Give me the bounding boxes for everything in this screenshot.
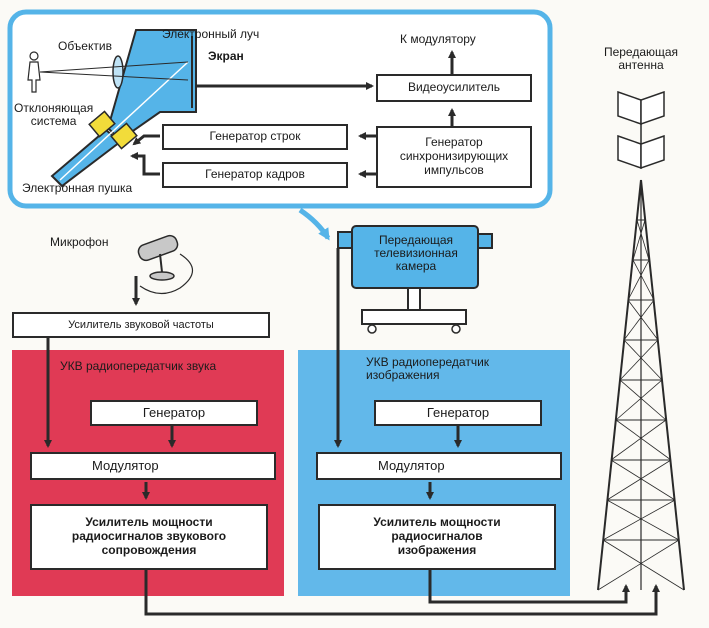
- electron-beam-label: Электронный луч: [162, 27, 260, 41]
- antenna-tower-graphic: [597, 179, 685, 591]
- audio-amplifier-box: Усилитель звуковой частоты: [12, 312, 270, 338]
- tv-camera-label: Передающая телевизионная камера: [374, 233, 458, 274]
- image-modulator-box: Модулятор: [316, 452, 562, 480]
- microphone-graphic: [137, 234, 194, 295]
- image-power-amplifier-box: Усилитель мощности радиосигналов изображ…: [318, 504, 556, 570]
- screen-label: Экран: [208, 49, 244, 63]
- person-icon: [27, 51, 41, 93]
- frame-generator-box: Генератор кадров: [162, 162, 348, 188]
- to-modulator-label: К модулятору: [400, 32, 476, 46]
- sync-generator-box: Генератор синхронизирующих импульсов: [376, 126, 532, 188]
- lens-label: Объектив: [58, 39, 112, 53]
- sound-modulator-box: Модулятор: [30, 452, 276, 480]
- tv-camera-graphic: [337, 225, 493, 334]
- deflection-system-label: Отклоняющая система: [14, 101, 94, 129]
- antenna-label: Передающая антенна: [603, 45, 679, 73]
- image-transmitter-title: УКВ радиопередатчик изображения: [366, 355, 490, 383]
- electron-gun-label: Электронная пушка: [22, 181, 133, 195]
- microphone-label: Микрофон: [50, 235, 109, 249]
- sound-generator-box: Генератор: [90, 400, 258, 426]
- sound-power-amplifier-box: Усилитель мощности радиосигналов звуково…: [30, 504, 268, 570]
- image-generator-box: Генератор: [374, 400, 542, 426]
- sound-transmitter-title: УКВ радиопередатчик звука: [60, 359, 217, 373]
- camera-tube-graphic: [39, 29, 197, 188]
- video-amplifier-box: Видеоусилитель: [376, 74, 532, 102]
- line-generator-box: Генератор строк: [162, 124, 348, 150]
- antenna-panels-graphic: [617, 90, 665, 170]
